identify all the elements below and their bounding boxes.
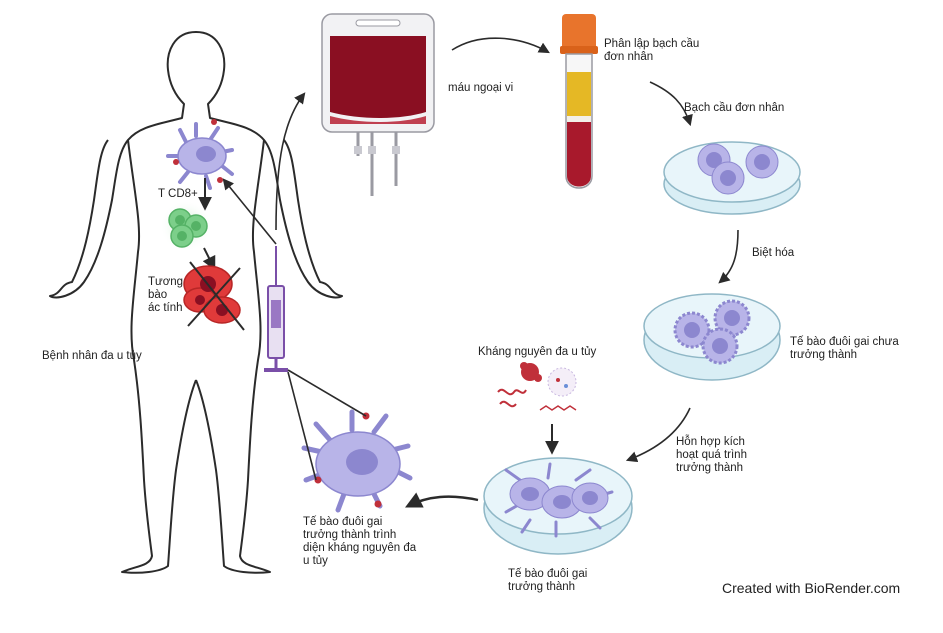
credit-text: Created with BioRender.com [722,580,901,596]
arrow-dish2-to-dish3 [625,407,691,463]
blood-bag [321,13,435,196]
label-patient: Bệnh nhân đa u tủy [42,350,142,362]
arrow-body-to-blood-bag [275,92,306,231]
arrow-tcell-to-tumor [202,247,216,271]
label-monocytes: Bạch cầu đơn nhân [684,102,785,114]
patient-body-outline [49,31,343,574]
arrow-dish1-to-dish2 [718,229,739,284]
syringe [264,246,288,372]
presenting-dendritic-cell [301,409,413,513]
connector-syringe-to-dc-top [287,369,367,417]
dish-monocytes [663,141,801,215]
dish-immature-dc [643,293,781,381]
malignant-plasma-cells [183,261,245,331]
dish-mature-dc [483,457,633,555]
label-tcd8: T CD8+ [158,188,198,200]
label-antigen: Kháng nguyên đa u tủy [478,346,597,358]
myeloma-antigen [497,362,577,411]
label-mature-dc: Tế bào đuôi gai trưởng thành [508,568,588,593]
label-maturation-mix: Hỗn hợp kích hoạt quá trình trưởng thành [676,436,747,474]
label-malignant-plasma: Tương bào ác tính [148,276,184,314]
label-peripheral-blood: máu ngoại vi [448,82,514,94]
arrow-syringe-to-dc [222,178,277,245]
tcd8-cells [160,200,212,252]
label-differentiation: Biệt hóa [752,247,795,259]
label-immature-dc: Tế bào đuôi gai chưa trưởng thành [790,336,899,361]
label-presenting-dc: Tế bào đuôi gai trưởng thành trình diện … [303,516,417,567]
arrow-tube-to-dish1 [649,81,693,127]
chest-dendritic-cell [166,119,234,190]
label-isolate-monocytes: Phân lập bạch cầu đơn nhân [604,38,700,63]
arrow-bag-to-tube [451,37,550,54]
arrow-dish3-to-presenting-dc [404,492,479,508]
connector-syringe-to-dc-left [287,371,317,481]
blood-tube [560,14,598,189]
